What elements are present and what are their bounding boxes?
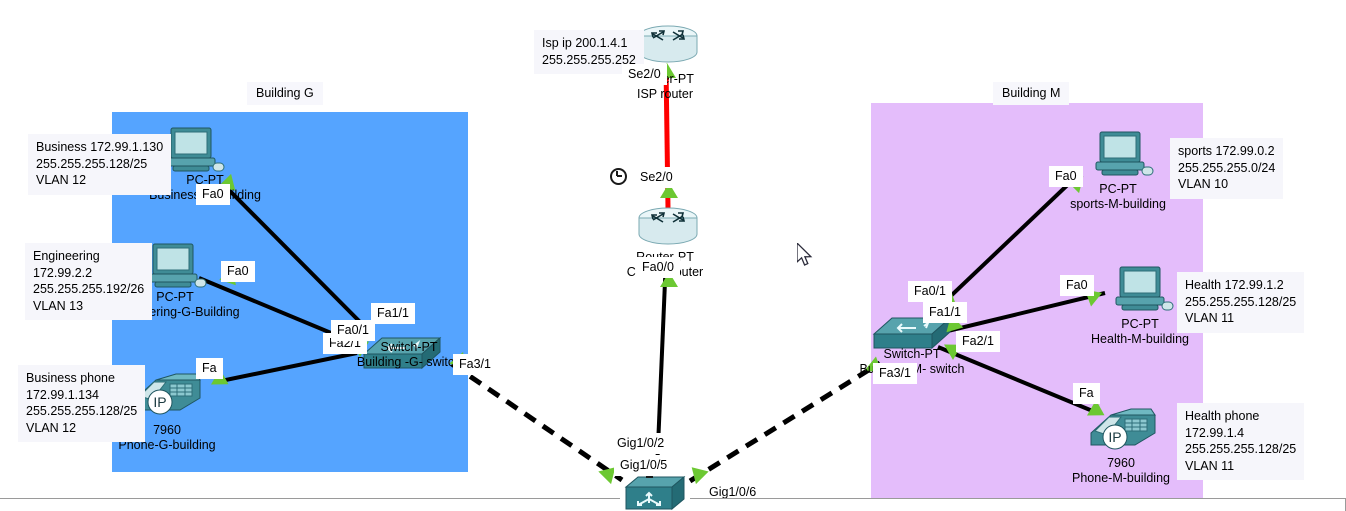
phone-m-building-icon[interactable]: IP (1085, 403, 1161, 456)
router-isp-icon[interactable] (637, 24, 699, 73)
port-switch-m-fa3-1[interactable]: Fa3/1 (873, 363, 917, 384)
port-core-gig1-0-6[interactable]: Gig1/0/6 (703, 482, 763, 503)
note-health-phone[interactable]: Health phone 172.99.1.4 255.255.255.128/… (1177, 403, 1305, 480)
link-phone-g-to-switch-g (215, 351, 358, 384)
pc-sports-m-icon[interactable] (1092, 131, 1156, 186)
port-switch-m-fa0-1[interactable]: Fa0/1 (908, 281, 952, 302)
mouse-cursor (797, 243, 813, 266)
note-business-phone[interactable]: Business phone 172.99.1.134 255.255.255.… (18, 365, 146, 442)
port-health-pc-fa0[interactable]: Fa0 (1060, 275, 1094, 296)
port-business-pc-fa0[interactable]: Fa0 (196, 184, 230, 205)
pc-health-m-icon[interactable] (1112, 266, 1176, 321)
link-switch-m-to-health-phone (937, 345, 1096, 414)
port-health-phone-fa[interactable]: Fa (1073, 383, 1100, 404)
port-switch-m-fa2-1[interactable]: Fa2/1 (956, 331, 1000, 352)
note-business-pc[interactable]: Business 172.99.1.130 255.255.255.128/25… (28, 134, 172, 195)
port-switch-g-fa0-1[interactable]: Fa0/1 (331, 320, 375, 341)
link-switch-g-to-core (450, 361, 624, 483)
panel-divider-right (690, 498, 1346, 499)
port-sports-pc-fa0[interactable]: Fa0 (1049, 166, 1083, 187)
note-health-pc[interactable]: Health 172.99.1.2 255.255.255.128/25 VLA… (1177, 272, 1305, 333)
phone-g-building-icon[interactable]: IP (130, 368, 206, 421)
port-isp-se2-0[interactable]: Se2/0 (622, 64, 667, 85)
building-m-label: Building M (993, 82, 1070, 105)
building-g-zone (112, 112, 468, 472)
port-business-phone-fa[interactable]: Fa (196, 358, 223, 379)
port-central-fa0-0[interactable]: Fa0/0 (636, 257, 680, 278)
link-core-to-switch-m (688, 360, 882, 484)
port-core-gig1-0-5[interactable]: Gig1/0/5 (614, 455, 674, 476)
port-engineering-pc-fa0[interactable]: Fa0 (221, 261, 255, 282)
panel-divider (0, 498, 620, 499)
note-sports-pc[interactable]: sports 172.99.0.2 255.255.255.0/24 VLAN … (1170, 138, 1284, 199)
port-central-se2-0[interactable]: Se2/0 (634, 167, 679, 188)
link-switch-m-to-health-pc (926, 291, 1106, 338)
switch-core-icon[interactable] (624, 473, 686, 511)
port-switch-m-fa1-1[interactable]: Fa1/1 (923, 302, 967, 323)
svg-text:IP: IP (1108, 429, 1121, 445)
pc-engineering-g-icon[interactable] (145, 243, 209, 298)
port-switch-g-fa1-1[interactable]: Fa1/1 (371, 303, 415, 324)
link-business-pc-to-switch-g (220, 181, 370, 332)
pc-business-g-icon[interactable] (163, 127, 227, 182)
router-central-icon[interactable] (637, 206, 699, 255)
note-engineering-pc[interactable]: Engineering 172.99.2.2 255.255.255.192/2… (25, 243, 153, 320)
svg-text:IP: IP (153, 394, 166, 410)
port-switch-g-fa3-1[interactable]: Fa3/1 (453, 354, 497, 375)
dce-clock-icon (610, 168, 627, 185)
building-g-label: Building G (247, 82, 323, 105)
port-core-gig1-0-2[interactable]: Gig1/0/2 (611, 433, 671, 454)
switch-g-icon[interactable] (362, 330, 442, 379)
